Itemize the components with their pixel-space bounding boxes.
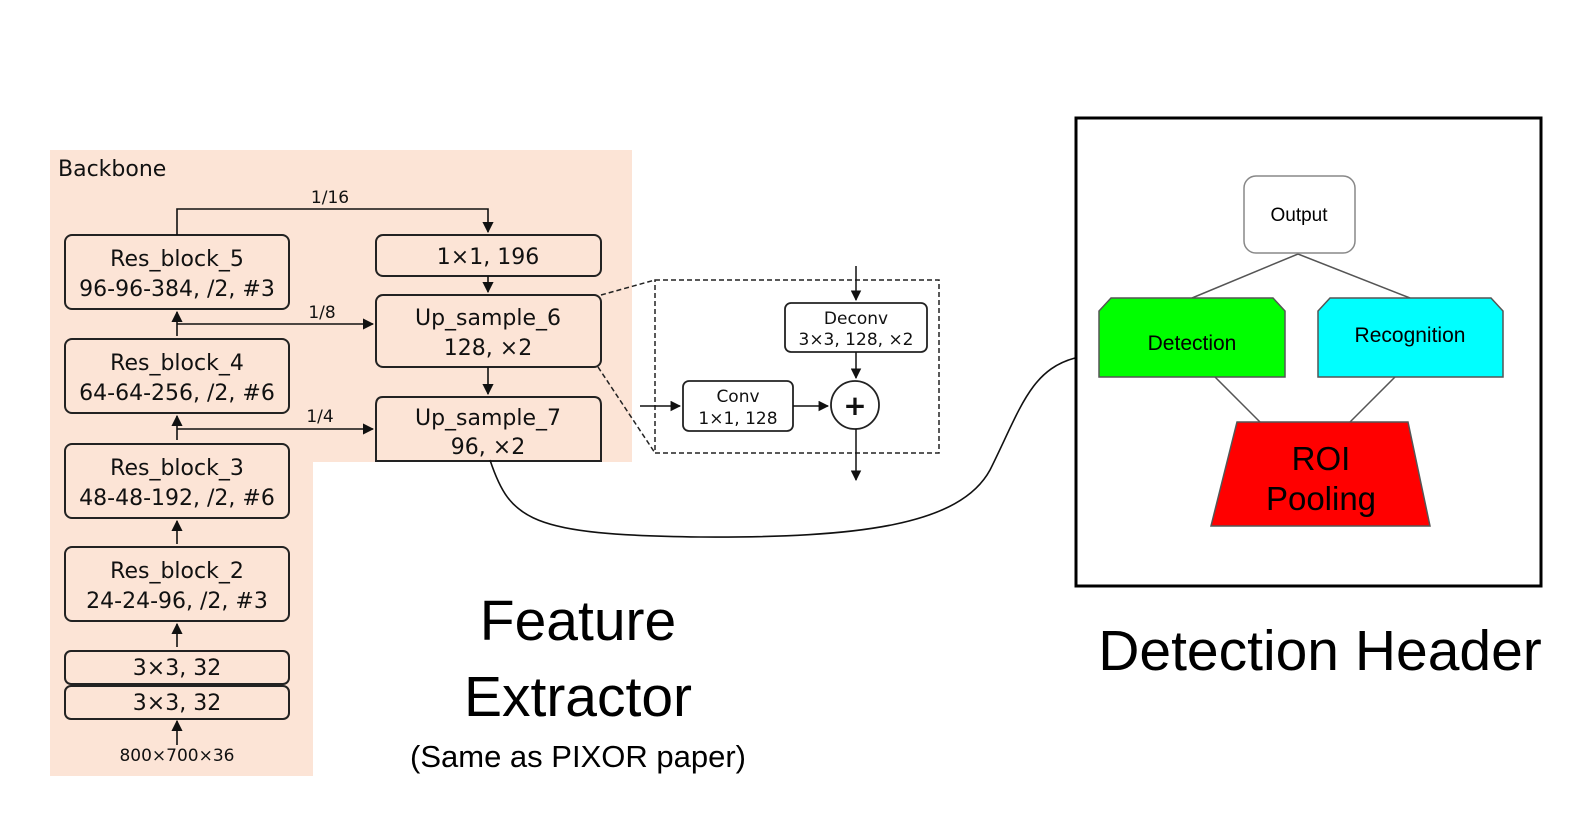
svg-text:Detection: Detection [1148, 332, 1237, 355]
res-block-5-label: Res_block_5 [110, 247, 244, 272]
feature-extractor-caption-line2: Extractor [464, 665, 692, 729]
res-block-2-label: Res_block_2 [110, 559, 244, 584]
res-block-4: Res_block_4 64-64-256, /2, #6 [64, 338, 290, 414]
output-node: Output [1243, 175, 1356, 254]
svg-text:Deconv: Deconv [824, 309, 888, 329]
backbone-title: Backbone [58, 157, 166, 182]
conv-block-a: 3×3, 32 [64, 650, 290, 685]
backbone-background [50, 150, 632, 776]
connector-curve [489, 357, 1076, 538]
detection-node: Detection [1098, 297, 1286, 378]
detection-header-caption: Detection Header [1098, 619, 1542, 683]
conv-block-b: 3×3, 32 [64, 685, 290, 720]
svg-text:Conv: Conv [716, 387, 759, 407]
svg-text:Pooling: Pooling [1266, 480, 1376, 517]
svg-text:ROI: ROI [1292, 440, 1351, 477]
feature-extractor-note: (Same as PIXOR paper) [410, 739, 746, 774]
svg-text:1×1, 128: 1×1, 128 [698, 409, 777, 429]
res-block-3-label: Res_block_3 [110, 456, 244, 481]
recognition-node: Recognition [1317, 297, 1504, 378]
scale-label-1-4: 1/4 [306, 407, 333, 427]
roi-pooling-node: ROI Pooling [1210, 421, 1431, 527]
svg-text:128, ×2: 128, ×2 [444, 336, 532, 361]
upsample-detail: Deconv 3×3, 128, ×2 Conv 1×1, 128 + [597, 266, 940, 482]
scale-label-1-8: 1/8 [308, 303, 335, 323]
res-block-5: Res_block_5 96-96-384, /2, #3 [64, 234, 290, 310]
svg-text:Up_sample_7: Up_sample_7 [415, 406, 561, 431]
res-block-2-config: 24-24-96, /2, #3 [86, 589, 268, 614]
res-block-3: Res_block_3 48-48-192, /2, #6 [64, 443, 290, 519]
svg-text:Recognition: Recognition [1355, 324, 1466, 347]
svg-text:3×3, 32: 3×3, 32 [133, 691, 221, 716]
svg-text:Up_sample_6: Up_sample_6 [415, 306, 561, 331]
conv-block: Conv 1×1, 128 [682, 380, 794, 432]
add-node: + [830, 380, 880, 430]
up-sample-7-block: Up_sample_7 96, ×2 [375, 396, 602, 462]
res-block-4-label: Res_block_4 [110, 351, 244, 376]
svg-text:3×3, 32: 3×3, 32 [133, 656, 221, 681]
svg-text:96, ×2: 96, ×2 [451, 435, 525, 460]
svg-text:Output: Output [1270, 205, 1328, 226]
feature-extractor-caption-line1: Feature [480, 589, 676, 653]
scale-label-1-16: 1/16 [311, 188, 349, 208]
input-size-label: 800×700×36 [119, 746, 234, 766]
svg-text:+: + [843, 389, 866, 422]
svg-text:3×3, 128, ×2: 3×3, 128, ×2 [799, 330, 914, 350]
res-block-4-config: 64-64-256, /2, #6 [79, 381, 275, 406]
detection-header-box [1074, 116, 1543, 588]
res-block-3-config: 48-48-192, /2, #6 [79, 486, 275, 511]
svg-text:1×1, 196: 1×1, 196 [437, 245, 539, 270]
res-block-2: Res_block_2 24-24-96, /2, #3 [64, 546, 290, 622]
deconv-block: Deconv 3×3, 128, ×2 [784, 302, 928, 353]
res-block-5-config: 96-96-384, /2, #3 [79, 277, 275, 302]
